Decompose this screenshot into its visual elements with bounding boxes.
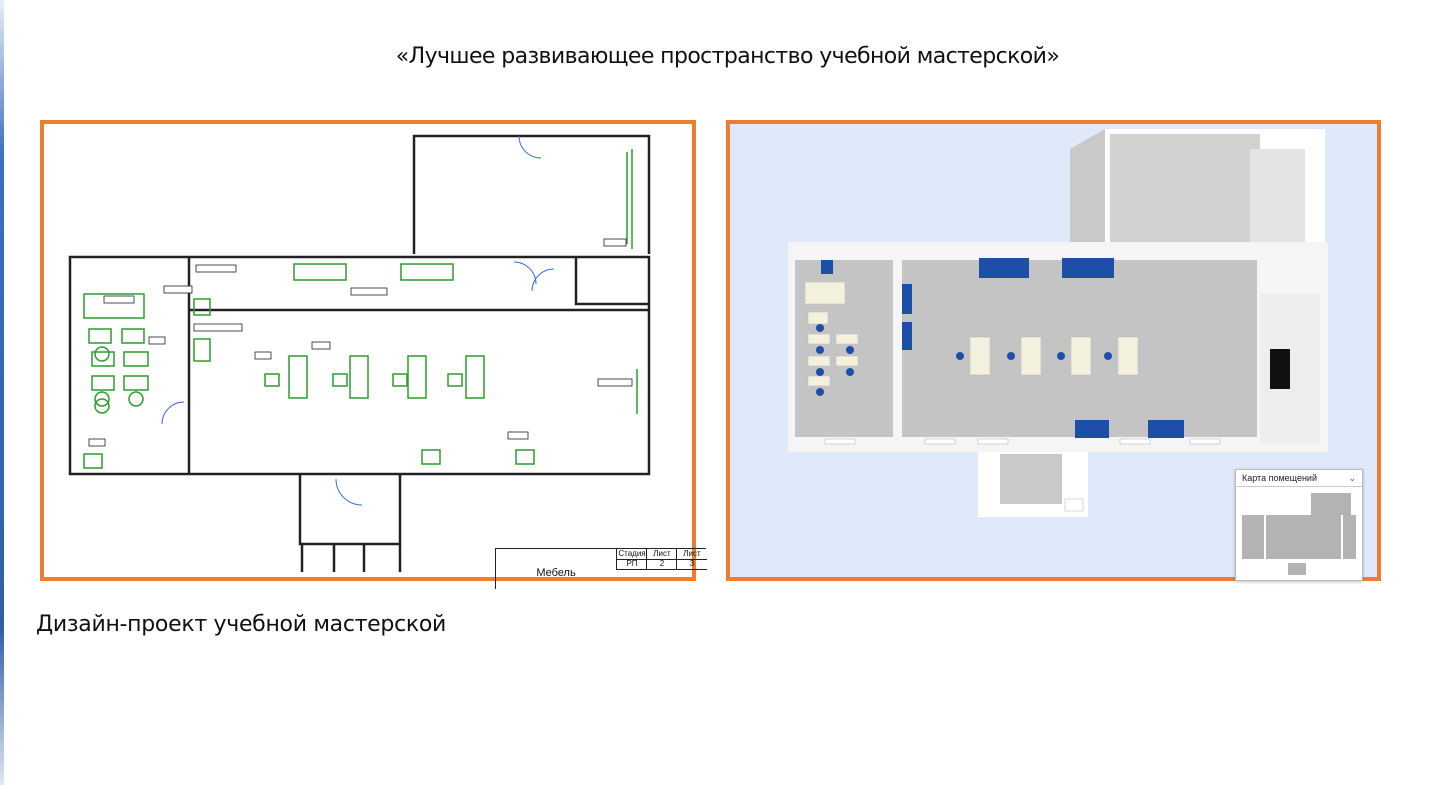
room-map-panel[interactable]: Карта помещений ⌄ bbox=[1235, 469, 1363, 581]
room-map-thumbnail bbox=[1242, 493, 1356, 575]
title-block-sheets-value: 3 bbox=[676, 559, 707, 570]
title-block-stage-value: РП bbox=[616, 559, 647, 570]
title-block-sheet-header: Лист bbox=[646, 549, 677, 560]
title-block: Мебель Стадия Лист Лист РП 2 3 bbox=[495, 548, 707, 589]
render-3d-frame: Карта помещений ⌄ bbox=[726, 120, 1381, 581]
slide-left-edge bbox=[0, 0, 4, 785]
floor-plan-frame: Мебель Стадия Лист Лист РП 2 3 bbox=[40, 120, 707, 589]
title-block-sheets-header: Лист bbox=[676, 549, 707, 560]
slide-caption: Дизайн-проект учебной мастерской bbox=[36, 612, 447, 637]
render-3d-drawing bbox=[788, 129, 1328, 517]
slide-title: «Лучшее развивающее пространство учебной… bbox=[395, 44, 1060, 69]
title-block-sheet-value: 2 bbox=[646, 559, 677, 570]
room-map-title: Карта помещений bbox=[1242, 473, 1317, 483]
room-map-header: Карта помещений ⌄ bbox=[1236, 470, 1362, 487]
title-block-name: Мебель bbox=[536, 567, 576, 579]
chevron-down-icon[interactable]: ⌄ bbox=[1348, 473, 1356, 483]
floor-plan-drawing bbox=[68, 134, 651, 572]
title-block-stage-header: Стадия bbox=[616, 549, 647, 560]
